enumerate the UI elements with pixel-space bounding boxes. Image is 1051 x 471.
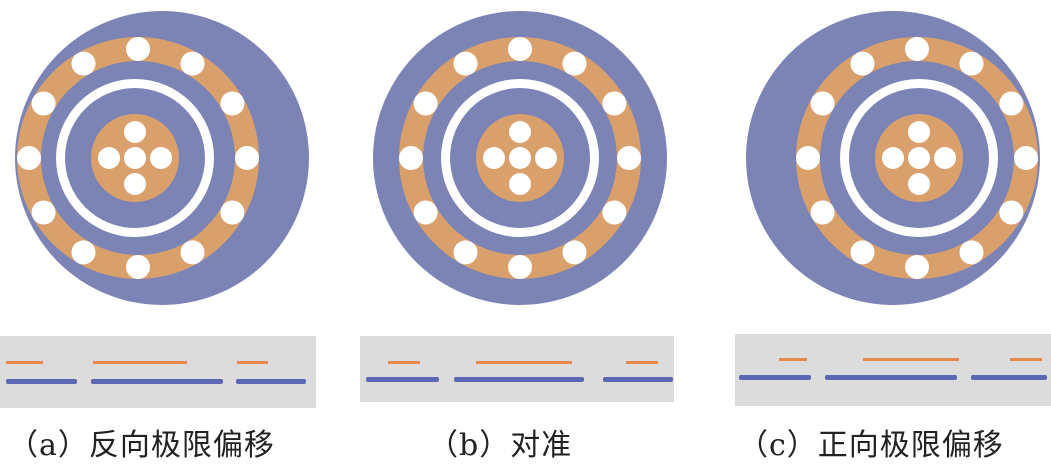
core-ball bbox=[124, 173, 146, 195]
ring-ball bbox=[413, 200, 438, 225]
alignment-bar-b bbox=[360, 336, 674, 402]
ring-ball bbox=[796, 146, 820, 170]
panel-c-diagram bbox=[735, 11, 1051, 406]
core-ball bbox=[124, 147, 146, 169]
orange-segment-3 bbox=[1010, 358, 1042, 361]
ring-ball bbox=[810, 91, 835, 116]
ring-ball bbox=[602, 91, 627, 116]
ring-ball bbox=[999, 91, 1024, 116]
ring-ball bbox=[850, 51, 875, 76]
caption-c: （c）正向极限偏移 bbox=[738, 428, 1004, 463]
ring-ball bbox=[220, 91, 245, 116]
core-ball bbox=[98, 147, 120, 169]
core-ball bbox=[509, 147, 531, 169]
ring-ball bbox=[17, 146, 41, 170]
core-balls bbox=[98, 121, 172, 195]
ring-ball bbox=[453, 51, 478, 76]
ring-ball bbox=[180, 240, 205, 265]
ring-ball bbox=[399, 146, 423, 170]
alignment-bar-a bbox=[0, 336, 316, 408]
orange-segment-2 bbox=[476, 361, 572, 364]
core-ball bbox=[509, 173, 531, 195]
blue-segment-1 bbox=[366, 377, 439, 382]
ring-ball bbox=[508, 37, 532, 61]
ring-ball bbox=[602, 200, 627, 225]
blue-segment-2 bbox=[454, 377, 584, 382]
blue-segment-3 bbox=[971, 375, 1047, 380]
ring-ball bbox=[959, 240, 984, 265]
orange-segment-3 bbox=[626, 361, 658, 364]
ring-ball bbox=[126, 37, 150, 61]
ring-balls bbox=[17, 37, 259, 279]
gray-bar bbox=[0, 336, 316, 408]
ring-ball bbox=[617, 146, 641, 170]
orange-segment-1 bbox=[779, 358, 807, 361]
ring-ball bbox=[562, 240, 587, 265]
ring-ball bbox=[850, 240, 875, 265]
blue-segment-2 bbox=[825, 375, 957, 380]
blue-segment-3 bbox=[603, 377, 673, 382]
orange-segment-2 bbox=[863, 358, 959, 361]
ring-ball bbox=[71, 51, 96, 76]
core-balls bbox=[483, 121, 557, 195]
bearing-cross-section-a bbox=[15, 11, 309, 305]
ring-ball bbox=[71, 240, 96, 265]
ring-ball bbox=[999, 200, 1024, 225]
ring-ball bbox=[1014, 146, 1038, 170]
ring-ball bbox=[905, 255, 929, 279]
bearing-cross-section-c bbox=[746, 11, 1040, 305]
core-ball bbox=[934, 147, 956, 169]
ring-ball bbox=[905, 37, 929, 61]
ring-ball bbox=[453, 240, 478, 265]
orange-segment-1 bbox=[388, 361, 420, 364]
ring-balls bbox=[399, 37, 641, 279]
core-ball bbox=[882, 147, 904, 169]
orange-segment-2 bbox=[93, 361, 187, 364]
orange-segment-1 bbox=[6, 361, 43, 364]
blue-segment-3 bbox=[236, 379, 306, 384]
core-ball bbox=[483, 147, 505, 169]
gray-bar bbox=[735, 334, 1051, 406]
ring-ball bbox=[31, 200, 56, 225]
ring-ball bbox=[810, 200, 835, 225]
core-ball bbox=[535, 147, 557, 169]
ring-ball bbox=[562, 51, 587, 76]
core-ball bbox=[150, 147, 172, 169]
core-ball bbox=[908, 173, 930, 195]
ring-balls bbox=[796, 37, 1038, 279]
gray-bar bbox=[360, 336, 674, 402]
ring-ball bbox=[959, 51, 984, 76]
bearing-cross-section-b bbox=[373, 11, 667, 305]
blue-segment-2 bbox=[91, 379, 223, 384]
caption-a: （a）反向极限偏移 bbox=[8, 428, 275, 463]
ring-ball bbox=[508, 255, 532, 279]
core-ball bbox=[908, 147, 930, 169]
core-ball bbox=[509, 121, 531, 143]
core-balls bbox=[882, 121, 956, 195]
ring-ball bbox=[413, 91, 438, 116]
core-ball bbox=[908, 121, 930, 143]
orange-segment-3 bbox=[237, 361, 268, 364]
blue-segment-1 bbox=[739, 375, 811, 380]
ring-ball bbox=[126, 255, 150, 279]
caption-b: （b）对准 bbox=[428, 428, 573, 463]
ring-ball bbox=[220, 200, 245, 225]
ring-ball bbox=[180, 51, 205, 76]
blue-segment-1 bbox=[6, 379, 77, 384]
panel-b-diagram bbox=[360, 11, 674, 402]
ring-ball bbox=[235, 146, 259, 170]
ring-ball bbox=[31, 91, 56, 116]
alignment-bar-c bbox=[735, 334, 1051, 406]
panel-a-diagram bbox=[0, 11, 316, 408]
core-ball bbox=[124, 121, 146, 143]
